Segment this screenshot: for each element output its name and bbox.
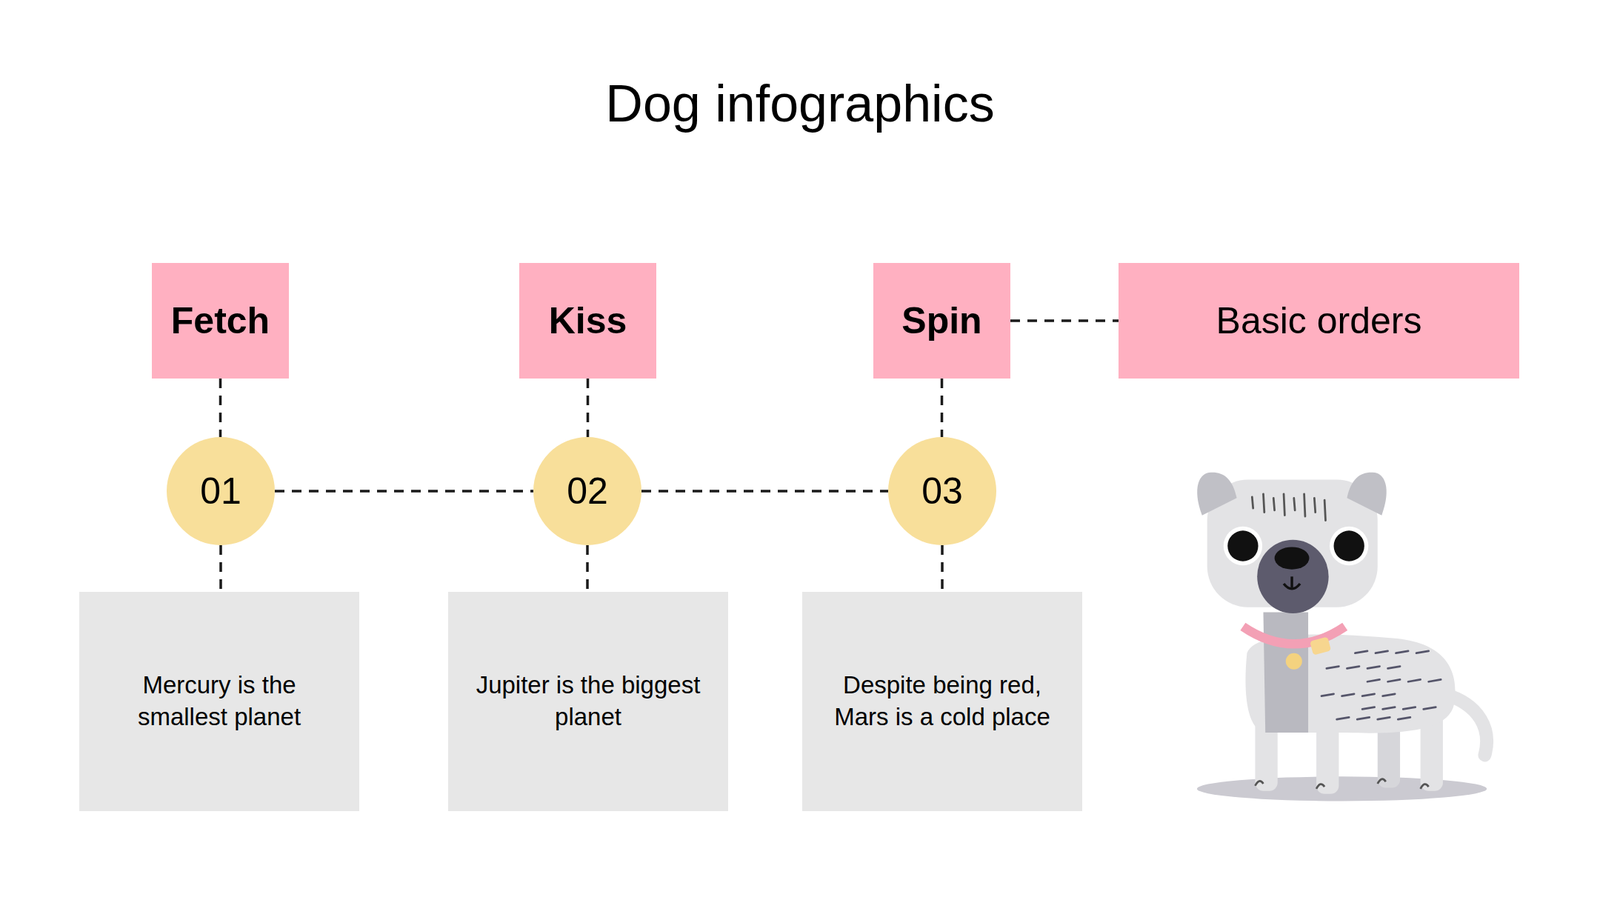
dashed-connector: [940, 378, 944, 438]
order-label: Spin: [901, 297, 982, 346]
step-number: 03: [921, 467, 963, 516]
order-box: Fetch: [151, 262, 289, 379]
dashed-connector: [940, 545, 944, 592]
description-text: Jupiter is the biggest planet: [464, 669, 712, 734]
order-label: Kiss: [548, 297, 628, 346]
description-text: Mercury is the smallest planet: [95, 669, 343, 734]
description-text: Despite being red, Mars is a cold place: [818, 669, 1066, 734]
description-box: Mercury is the smallest planet: [79, 591, 360, 812]
step-number: 01: [200, 467, 242, 516]
order-label: Basic orders: [1216, 297, 1423, 346]
step-number: 02: [566, 467, 609, 516]
dashed-connector: [1010, 319, 1119, 323]
diagram-title: Dog infographics: [0, 74, 1600, 134]
dashed-connector: [274, 489, 534, 493]
dashed-connector: [585, 545, 589, 592]
heading-box: Basic orders: [1118, 262, 1520, 379]
step-circle: 02: [533, 437, 642, 546]
order-label: Fetch: [171, 297, 270, 346]
order-box: Spin: [873, 262, 1011, 379]
dashed-connector: [219, 545, 223, 592]
step-circle: 01: [166, 437, 275, 546]
description-box: Despite being red, Mars is a cold place: [802, 591, 1083, 812]
dashed-connector: [641, 489, 889, 493]
order-box: Kiss: [519, 262, 657, 379]
description-box: Jupiter is the biggest planet: [448, 591, 729, 812]
step-circle: 03: [888, 437, 997, 546]
dashed-connector: [586, 378, 590, 438]
dashed-connector: [219, 378, 223, 438]
